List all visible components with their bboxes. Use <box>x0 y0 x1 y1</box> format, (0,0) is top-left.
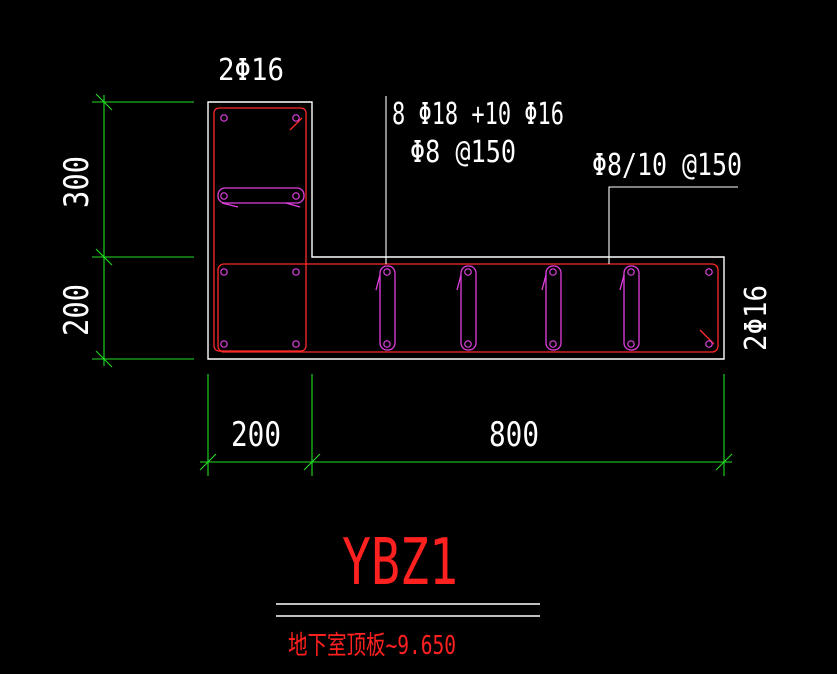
longitudinal-bars <box>220 114 713 348</box>
bar <box>292 114 300 122</box>
tick <box>95 350 113 368</box>
secondary-stirrup-label: Φ8/10 @150 <box>592 148 742 183</box>
tick <box>199 453 217 471</box>
dimension-text: 300 200 200 800 <box>57 156 539 455</box>
tie-2 <box>460 265 477 351</box>
tie-hook <box>456 274 462 291</box>
dim-width-left: 200 <box>231 415 281 455</box>
bar <box>292 268 300 276</box>
dimension-lines <box>92 93 733 476</box>
title-block: YBZ1 地下室顶板~9.650 <box>276 526 540 661</box>
bar <box>383 340 391 348</box>
tie-1 <box>379 265 396 351</box>
tie-group <box>217 187 640 351</box>
bar <box>705 340 713 348</box>
dim-height-top: 300 <box>57 156 97 208</box>
bar <box>292 340 300 348</box>
top-corner-bars-label: 2Φ16 <box>218 53 284 88</box>
vertical-leg-stirrup <box>213 107 307 352</box>
bar <box>549 268 557 276</box>
bar <box>705 268 713 276</box>
member-title: YBZ1 <box>342 526 458 600</box>
level-label: 地下室顶板~9.650 <box>288 631 456 661</box>
tie-hook <box>375 274 381 291</box>
tick <box>95 248 113 266</box>
bar <box>292 192 300 200</box>
horizontal-leg-stirrup <box>217 263 719 353</box>
bar <box>220 268 228 276</box>
main-stirrup-label: Φ8 @150 <box>410 135 516 170</box>
tick <box>303 453 321 471</box>
rebar-annotations: 2Φ16 8 Φ18 +10 Φ16 Φ8 @150 Φ8/10 @150 2Φ… <box>218 53 774 351</box>
stirrup-leader <box>608 186 738 264</box>
dim-height-bottom: 200 <box>57 284 97 336</box>
bar <box>220 192 228 200</box>
tick <box>95 93 113 111</box>
leader-lines <box>385 96 738 264</box>
main-rebar-label: 8 Φ18 +10 Φ16 <box>392 97 564 132</box>
concrete-outline <box>207 101 725 360</box>
bar <box>627 340 635 348</box>
tie-hook <box>541 274 547 291</box>
top-tie-hook-left <box>221 202 239 208</box>
bar <box>220 114 228 122</box>
bar <box>383 268 391 276</box>
dim-width-right: 800 <box>489 415 539 455</box>
hook-top-right <box>289 117 303 131</box>
top-tie <box>217 187 305 204</box>
tick <box>715 453 733 471</box>
bar <box>627 268 635 276</box>
bar <box>464 340 472 348</box>
tie-4 <box>623 265 640 351</box>
bar <box>549 340 557 348</box>
tie-3 <box>545 265 562 351</box>
tie-hook <box>619 274 625 291</box>
bar <box>220 340 228 348</box>
bar <box>464 268 472 276</box>
top-tie-hook-right <box>285 202 301 208</box>
right-end-bars-label: 2Φ16 <box>739 285 774 351</box>
